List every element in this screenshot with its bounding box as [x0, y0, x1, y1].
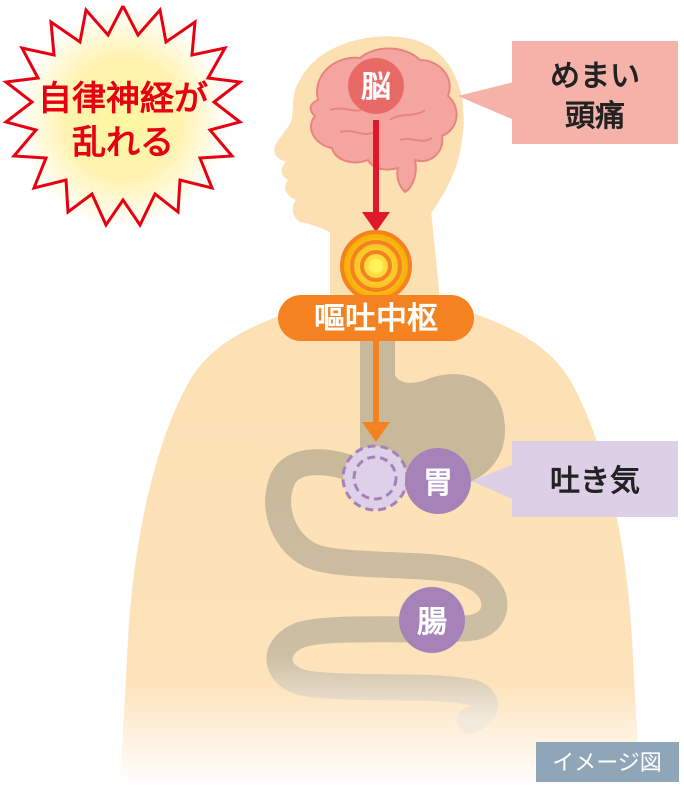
burst-line2: 乱れる — [72, 123, 174, 163]
burst-line1: 自律神経が — [38, 79, 208, 119]
brain-callout: めまい 頭痛 — [458, 41, 678, 144]
caption-text: イメージ図 — [552, 751, 662, 776]
stomach-callout: 吐き気 — [472, 441, 678, 517]
caption-badge: イメージ図 — [536, 742, 679, 782]
brain-label-text: 脳 — [361, 70, 391, 105]
vomiting-center-rings — [340, 230, 412, 302]
stomach-label-text: 胃 — [423, 466, 453, 501]
burst-badge: 自律神経が 乱れる — [2, 5, 244, 229]
vomiting-center-label: 嘔吐中枢 — [278, 295, 474, 341]
brain-callout-line2: 頭痛 — [565, 99, 625, 134]
vomiting-center-text: 嘔吐中枢 — [314, 301, 438, 337]
stomach-callout-text: 吐き気 — [550, 464, 640, 499]
brain-callout-line1: めまい — [550, 59, 640, 94]
burst-outline — [2, 5, 244, 229]
center-to-stomach-arrow — [362, 338, 390, 442]
intestine-label-text: 腸 — [417, 605, 447, 640]
stomach-label: 胃 — [405, 448, 471, 514]
digestive-organs — [265, 335, 508, 733]
brain-label: 脳 — [348, 58, 404, 114]
brain-shape — [309, 47, 458, 194]
intestine-label: 腸 — [399, 587, 465, 653]
stomach-target-rings — [341, 444, 409, 512]
brain-to-center-arrow — [362, 120, 390, 232]
